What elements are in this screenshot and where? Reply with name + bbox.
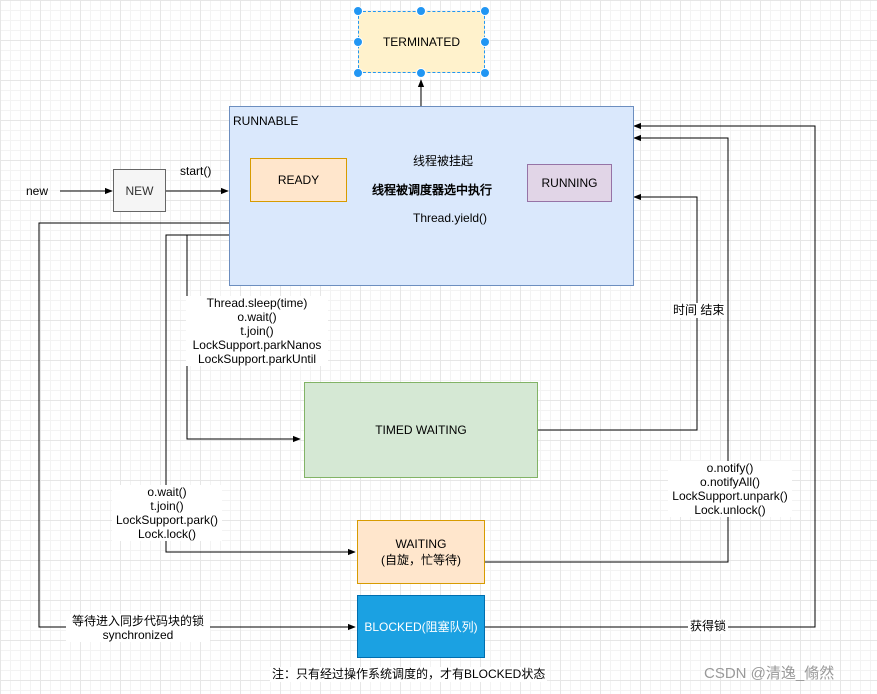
state-new[interactable]: NEW: [113, 169, 166, 212]
state-running-label: RUNNING: [541, 176, 598, 190]
wait-entry-4: Lock.lock(): [137, 527, 196, 541]
notify-2: o.notifyAll(): [699, 475, 761, 489]
state-waiting-sublabel: (自旋，忙等待): [381, 553, 461, 567]
resize-handle-right[interactable]: [480, 37, 490, 47]
state-waiting[interactable]: WAITING (自旋，忙等待): [357, 520, 485, 584]
state-ready-label: READY: [277, 173, 320, 187]
notify-1: o.notify(): [706, 461, 754, 475]
edge-label-new: new: [26, 184, 49, 198]
timed-entry-2: o.wait(): [237, 310, 277, 324]
state-running[interactable]: RUNNING: [527, 164, 612, 202]
resize-handle-bottom[interactable]: [416, 68, 426, 78]
edge-label-scheduled: 线程被调度器选中执行: [372, 183, 493, 198]
sync-entry-2: synchronized: [102, 628, 174, 642]
resize-handle-bottom-right[interactable]: [480, 68, 490, 78]
resize-handle-top-left[interactable]: [353, 6, 363, 16]
resize-handle-top[interactable]: [416, 6, 426, 16]
footnote: 注：只有经过操作系统调度的，才有BLOCKED状态: [270, 667, 548, 682]
state-new-label: NEW: [125, 183, 154, 198]
edge-label-sync-entry: 等待进入同步代码块的锁 synchronized: [66, 614, 210, 642]
edge-label-acquired: 获得锁: [688, 619, 729, 634]
edge-label-suspended: 线程被挂起: [413, 154, 474, 169]
resize-handle-top-right[interactable]: [480, 6, 490, 16]
timed-entry-3: t.join(): [240, 324, 274, 338]
resize-handle-bottom-left[interactable]: [353, 68, 363, 78]
state-blocked-label: BLOCKED(阻塞队列): [364, 620, 478, 634]
edge-label-timed-entry: Thread.sleep(time) o.wait() t.join() Loc…: [186, 296, 328, 366]
edge-label-yield: Thread.yield(): [413, 211, 488, 226]
timed-entry-5: LockSupport.parkUntil: [197, 352, 317, 366]
sync-entry-1: 等待进入同步代码块的锁: [71, 614, 204, 628]
timed-entry-1: Thread.sleep(time): [206, 296, 308, 310]
state-timed-waiting-label: TIMED WAITING: [375, 423, 467, 437]
edge-label-start: start(): [180, 164, 212, 178]
edge-blocked-out: [485, 122, 816, 628]
edge-label-wait-entry: o.wait() t.join() LockSupport.park() Loc…: [112, 485, 222, 541]
wait-entry-1: o.wait(): [147, 485, 187, 499]
edge-to-waiting: [165, 234, 356, 556]
resize-handle-left[interactable]: [353, 37, 363, 47]
state-timed-waiting[interactable]: TIMED WAITING: [304, 382, 538, 478]
notify-3: LockSupport.unpark(): [672, 489, 788, 503]
wait-entry-2: t.join(): [150, 499, 184, 513]
edge-label-notify: o.notify() o.notifyAll() LockSupport.unp…: [668, 461, 792, 517]
notify-4: Lock.unlock(): [694, 503, 766, 517]
edge-waiting-out: [485, 134, 729, 563]
state-waiting-label: WAITING: [395, 537, 447, 551]
timed-entry-4: LockSupport.parkNanos: [192, 338, 322, 352]
state-runnable-label: RUNNABLE: [233, 114, 299, 128]
state-blocked[interactable]: BLOCKED(阻塞队列): [357, 595, 485, 658]
state-terminated-label: TERMINATED: [382, 35, 461, 49]
wait-entry-3: LockSupport.park(): [115, 513, 219, 527]
edge-label-timeout: 时间 结束: [671, 303, 727, 318]
state-ready[interactable]: READY: [250, 158, 347, 202]
state-terminated[interactable]: TERMINATED: [358, 11, 485, 73]
watermark: CSDN @清逸_翛然: [704, 665, 835, 682]
